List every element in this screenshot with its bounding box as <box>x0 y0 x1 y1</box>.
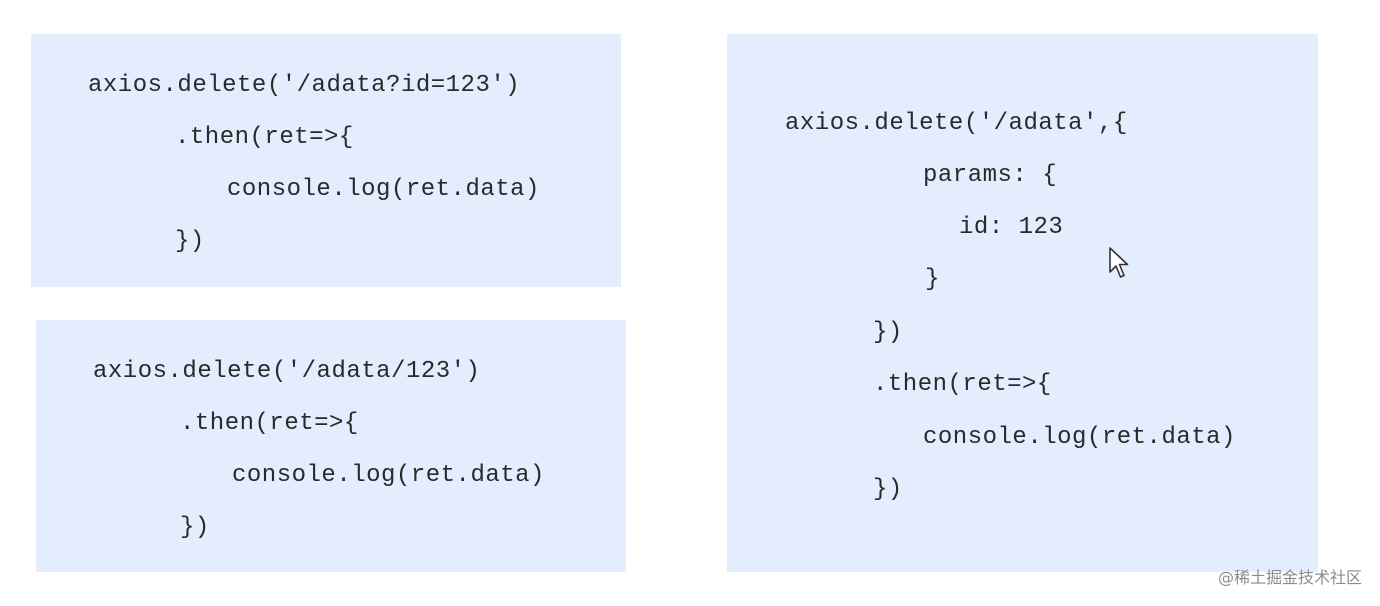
code-block-path-param: axios.delete('/adata/123') .then(ret=>{ … <box>36 320 626 572</box>
code-line: console.log(ret.data) <box>232 462 545 489</box>
code-line: } <box>925 266 940 293</box>
code-line: }) <box>873 476 903 503</box>
code-line: axios.delete('/adata',{ <box>785 110 1128 137</box>
code-line: console.log(ret.data) <box>923 424 1236 451</box>
code-line: axios.delete('/adata/123') <box>93 358 481 385</box>
code-line: .then(ret=>{ <box>175 124 354 151</box>
code-block-query-string: axios.delete('/adata?id=123') .then(ret=… <box>31 34 621 287</box>
code-line: axios.delete('/adata?id=123') <box>88 72 521 99</box>
code-line: console.log(ret.data) <box>227 176 540 203</box>
code-block-params-object: axios.delete('/adata',{ params: { id: 12… <box>727 34 1318 572</box>
code-line: }) <box>873 319 903 346</box>
code-line: }) <box>175 228 205 255</box>
code-line: params: { <box>923 162 1058 189</box>
code-line: .then(ret=>{ <box>873 371 1052 398</box>
code-line: }) <box>180 514 210 541</box>
watermark-text: @稀土掘金技术社区 <box>1217 568 1362 587</box>
mouse-pointer-icon <box>1109 247 1129 278</box>
code-line: id: 123 <box>959 214 1064 241</box>
code-line: .then(ret=>{ <box>180 410 359 437</box>
